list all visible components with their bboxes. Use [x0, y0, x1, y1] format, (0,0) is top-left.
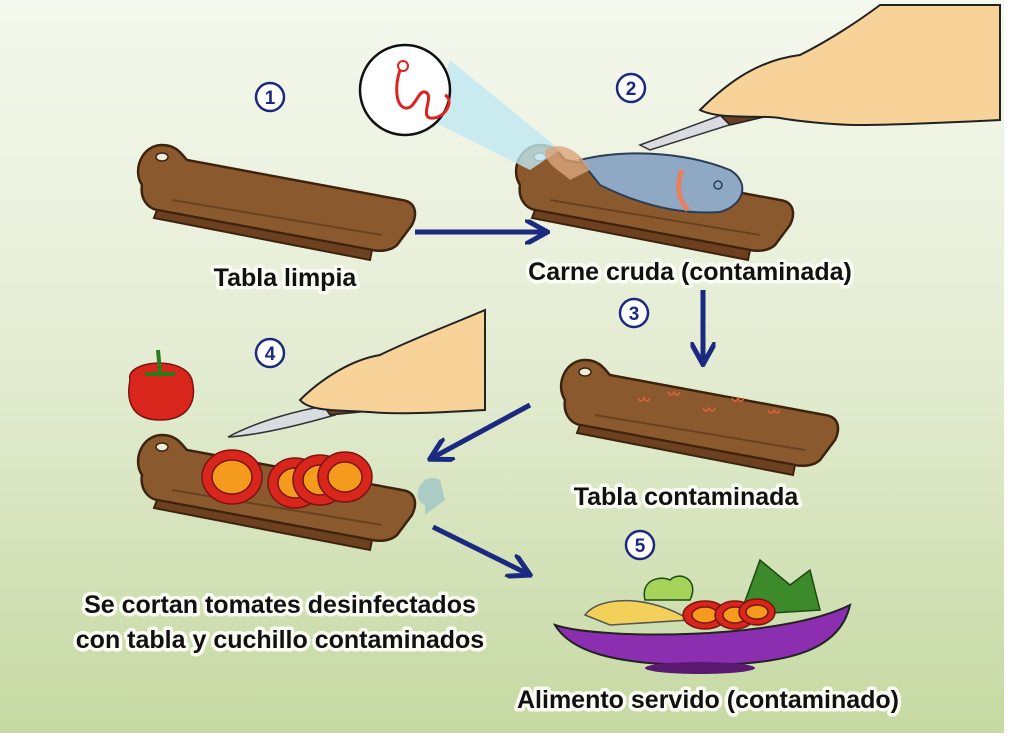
whole-tomato [128, 349, 195, 421]
step-number: 5 [635, 536, 646, 557]
hand-with-knife [638, 4, 1001, 151]
salad-bowl [552, 558, 852, 674]
arrow-3-to-4 [432, 402, 532, 458]
step-label-line-2: con tabla y cuchillo contaminados [76, 626, 484, 654]
arrow-4-to-5 [431, 524, 528, 574]
raw-fish [545, 146, 744, 214]
step-4: 4 Se cortan tomates desinfectados con ta… [72, 308, 488, 658]
parasites-on-board [637, 390, 781, 414]
step-5: 5 Alimento servido (contaminado) [514, 529, 902, 718]
step-number-badge [615, 72, 647, 104]
parasite-worm-icon [395, 69, 451, 120]
microscope-lens-circle [358, 43, 452, 137]
step-1: 1 Tabla limpia [136, 81, 417, 296]
magnification-beam [430, 60, 560, 170]
step-number: 3 [629, 304, 640, 325]
step-number-badge [254, 337, 286, 369]
step-2: 2 Carne cruda (contaminada) [358, 4, 1001, 290]
step-number: 2 [626, 79, 637, 100]
step-number: 4 [265, 344, 276, 365]
step-number-badge [624, 529, 656, 561]
step-label: Tabla limpia [214, 264, 358, 292]
step-label-line-1: Se cortan tomates desinfectados [84, 591, 476, 619]
step-3: 3 Tabla contaminada [559, 297, 840, 515]
step-number-badge [254, 81, 286, 113]
step-label: Carne cruda (contaminada) [528, 258, 852, 286]
step-label: Alimento servido (contaminado) [517, 686, 899, 714]
hand-with-knife [227, 308, 486, 438]
step-label: Tabla contaminada [574, 483, 800, 511]
step-number: 1 [265, 88, 276, 109]
tomato-slices [201, 449, 373, 509]
step-number-badge [618, 297, 650, 329]
